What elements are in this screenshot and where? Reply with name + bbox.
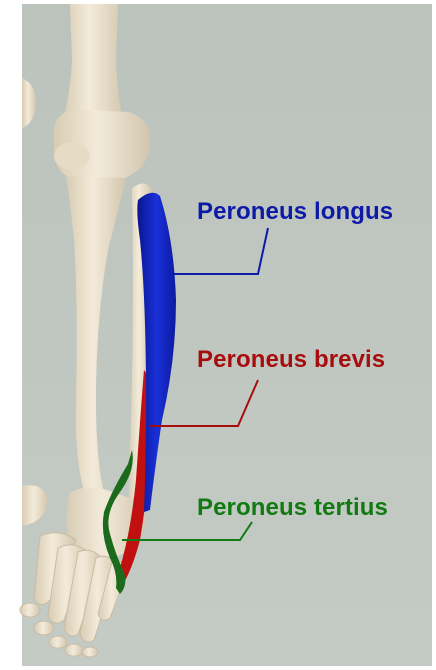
patella [54, 142, 90, 170]
peroneus-brevis-label: Peroneus brevis [197, 346, 385, 374]
peroneus-tertius-label: Peroneus tertius [197, 494, 388, 522]
peroneus-longus-label: Peroneus longus [197, 198, 393, 226]
